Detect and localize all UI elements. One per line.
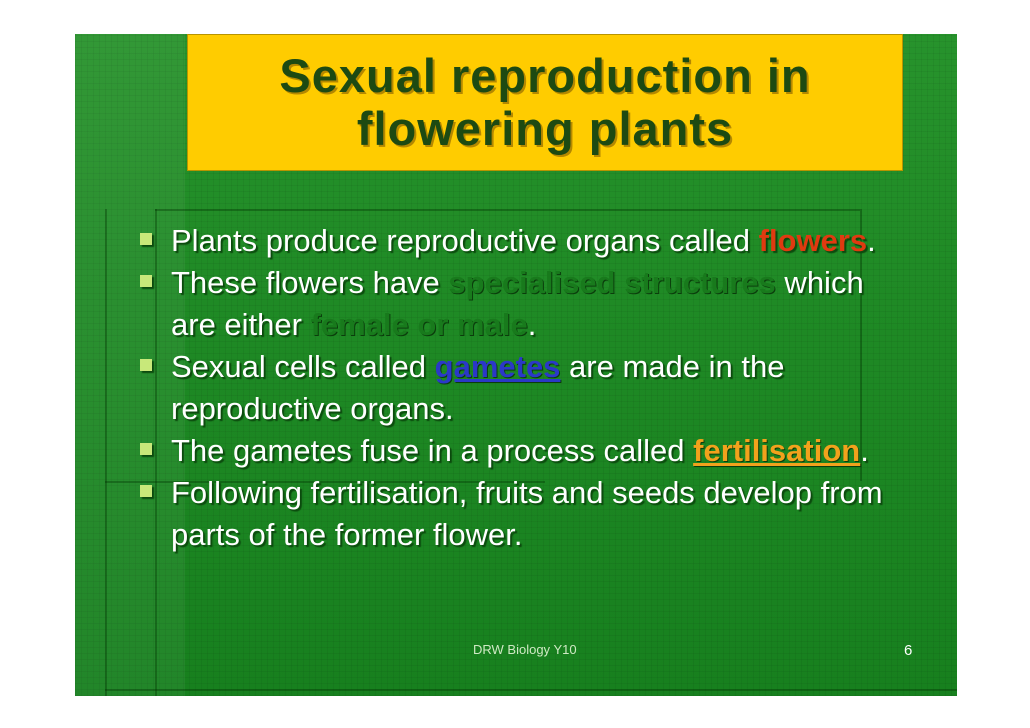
background-line — [860, 209, 862, 481]
bullet-square-icon — [140, 359, 152, 371]
bullet-text: The gametes fuse in a process called — [171, 433, 694, 468]
bullet-text: These flowers have — [171, 265, 449, 300]
bullet-item: Plants produce reproductive organs calle… — [137, 220, 917, 262]
bullet-list: Plants produce reproductive organs calle… — [137, 220, 917, 556]
bullet-square-icon — [140, 275, 152, 287]
bullet-item: The gametes fuse in a process called fer… — [137, 430, 917, 472]
bullet-text: are made in the reproductive organs. — [171, 349, 785, 426]
highlight-female-or-male: female or male — [310, 307, 528, 342]
highlight-flowers: flowers — [758, 223, 868, 258]
title-box: Sexual reproduction in flowering plants — [187, 34, 903, 171]
slide: Sexual reproduction in flowering plants … — [75, 34, 957, 696]
background-line — [155, 209, 860, 211]
bullet-text: which are either — [171, 265, 864, 342]
bullet-text: Following fertilisation, fruits and seed… — [171, 475, 883, 552]
bullet-square-icon — [140, 485, 152, 497]
bullet-text: Plants produce reproductive organs calle… — [171, 223, 759, 258]
background-line — [105, 481, 545, 483]
title-line-1: Sexual reproduction in — [279, 49, 811, 102]
bullet-square-icon — [140, 233, 152, 245]
title-line-2: flowering plants — [356, 102, 734, 155]
highlight-specialised-structures: specialised structures — [448, 265, 776, 300]
background-line — [155, 209, 157, 696]
background-band — [75, 34, 185, 696]
background-line — [105, 689, 957, 691]
bullet-square-icon — [140, 443, 152, 455]
bullet-text: . — [867, 223, 876, 258]
background-line — [105, 209, 107, 696]
bullet-item: Following fertilisation, fruits and seed… — [137, 472, 917, 556]
fertilisation-link[interactable]: fertilisation — [693, 433, 861, 468]
bullet-item: These flowers have specialised structure… — [137, 262, 917, 346]
gametes-link[interactable]: gametes — [434, 349, 561, 384]
bullet-item: Sexual cells called gametes are made in … — [137, 346, 917, 430]
bullet-text: Sexual cells called — [171, 349, 435, 384]
bullet-text: . — [527, 307, 537, 342]
slide-number: 6 — [904, 642, 913, 659]
bullet-text: . — [860, 433, 869, 468]
slide-title: Sexual reproduction in flowering plants — [188, 49, 902, 155]
footer-text: DRW Biology Y10 — [473, 642, 577, 657]
